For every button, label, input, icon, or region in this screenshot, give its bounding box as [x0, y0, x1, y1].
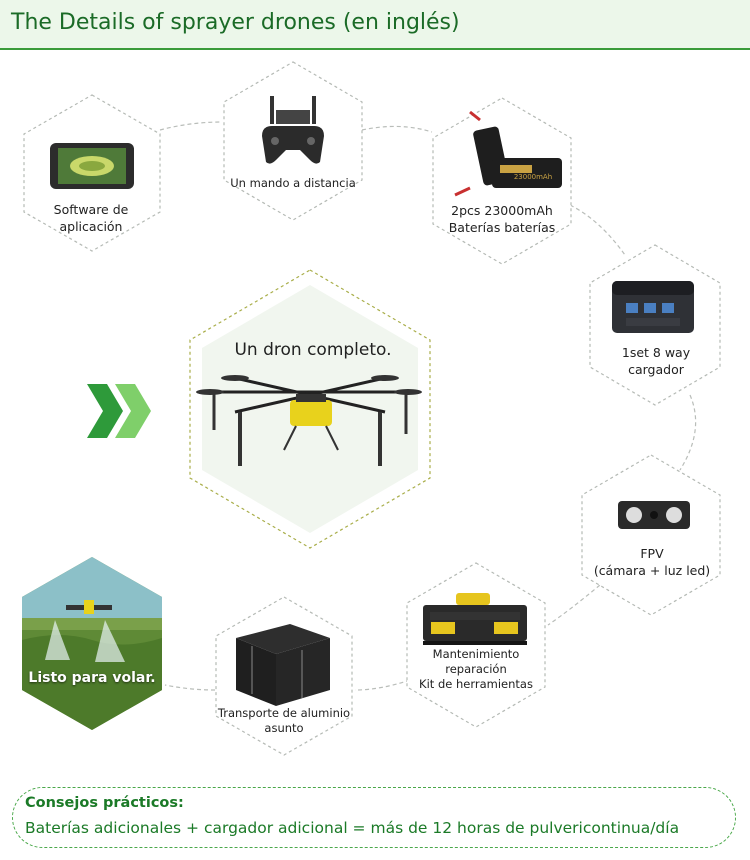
tips-title: Consejos prácticos:: [25, 795, 184, 811]
label-charger: 1set 8 way cargador: [621, 345, 691, 377]
remote-controller-icon: [262, 96, 324, 164]
battery-brand-text: 23000mAh: [513, 173, 553, 181]
chevron-right-double-icon: [87, 384, 151, 438]
tips-box: Consejos prácticos: Baterías adicionales…: [12, 787, 736, 848]
charger-icon: [612, 281, 694, 333]
battery-icon: [454, 110, 562, 197]
label-case: Transporte de aluminio asunto: [217, 706, 351, 735]
label-fpv: FPV (cámara + luz led): [593, 546, 711, 578]
label-battery: 2pcs 23000mAh Baterías baterías: [448, 203, 556, 235]
ready-photo: [22, 557, 162, 730]
label-remote: Un mando a distancia: [230, 176, 356, 190]
hex-fpv: [581, 454, 721, 616]
aluminum-case-icon: [236, 624, 330, 706]
page-title: The Details of sprayer drones (en inglés…: [11, 10, 460, 35]
tablet-icon: [50, 143, 134, 189]
fpv-camera-icon: [618, 501, 690, 529]
tips-text: Baterías adicionales + cargador adiciona…: [25, 819, 680, 837]
page-header: The Details of sprayer drones (en inglés…: [0, 0, 750, 50]
label-toolkit: Mantenimiento reparación Kit de herramie…: [419, 647, 533, 691]
hex-center-outer: [189, 269, 431, 549]
toolkit-icon: [423, 593, 527, 645]
label-software: Software de aplicación: [53, 202, 129, 234]
ready-to-fly-label: Listo para volar.: [28, 670, 156, 686]
connector-lines: [159, 121, 697, 691]
drone-icon: [196, 375, 422, 466]
center-title: Un dron completo.: [234, 340, 392, 360]
